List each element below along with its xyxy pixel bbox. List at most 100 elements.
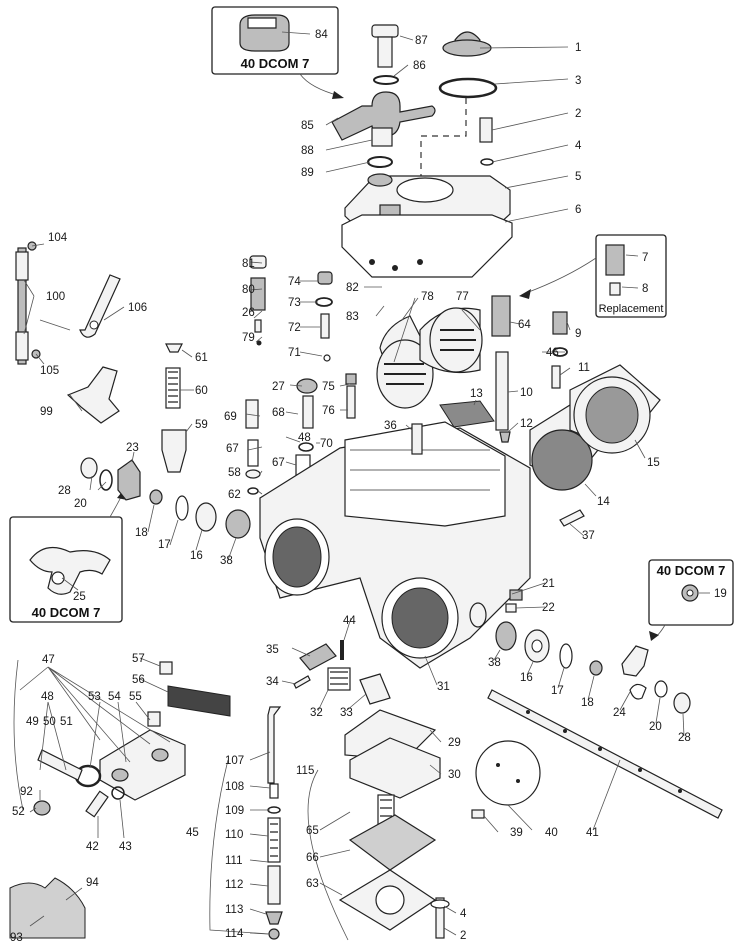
part-number: 93: [10, 932, 23, 944]
part-number: 86: [413, 60, 426, 72]
pump-cover-stack: [338, 709, 450, 939]
part-number: 107: [225, 755, 244, 767]
part-number: 68: [272, 407, 285, 419]
part-number: 7: [642, 252, 648, 264]
part-number: 36: [384, 420, 397, 432]
part-number: 57: [132, 653, 145, 665]
inset-right-title: 40 DCOM 7: [657, 563, 726, 578]
part-number: 72: [288, 322, 301, 334]
part-number: 16: [520, 672, 533, 684]
throttle-shaft-parts: [471, 621, 723, 819]
part-number: 87: [415, 35, 428, 47]
part-number: 78: [421, 291, 434, 303]
part-number: 46: [546, 347, 559, 359]
inset-right-40dcom7: 40 DCOM 7: [648, 559, 734, 641]
part-number: 10: [520, 387, 533, 399]
part-number: 92: [20, 786, 33, 798]
part-number: 63: [306, 878, 319, 890]
part-number: 61: [195, 352, 208, 364]
part-number: 54: [108, 691, 121, 703]
inset-replacement: Replacement: [519, 234, 667, 318]
part-number: 31: [437, 681, 450, 693]
part-number: 108: [225, 781, 244, 793]
part-number: 75: [322, 381, 335, 393]
part-number: 66: [306, 852, 319, 864]
part-number: 6: [575, 204, 581, 216]
part-number: 69: [224, 411, 237, 423]
part-number: 60: [195, 385, 208, 397]
part-number: 30: [448, 769, 461, 781]
part-number: 115: [296, 765, 314, 777]
float-and-needle-parts: [9, 659, 231, 939]
part-number: 40: [545, 827, 558, 839]
carburetor-cover: [341, 173, 513, 278]
part-number: 110: [225, 829, 243, 841]
part-number: 5: [575, 171, 581, 183]
part-number: 55: [129, 691, 142, 703]
part-number: 38: [220, 555, 233, 567]
part-number: 59: [195, 419, 208, 431]
part-number: 65: [306, 825, 319, 837]
part-number: 73: [288, 297, 301, 309]
part-number: 80: [242, 284, 255, 296]
part-number: 28: [678, 732, 691, 744]
part-number: 105: [40, 365, 59, 377]
part-number: 24: [613, 707, 626, 719]
part-number: 64: [518, 319, 531, 331]
right-column-parts: [491, 295, 585, 527]
part-number: 18: [135, 527, 148, 539]
carburetor-body: [259, 421, 531, 669]
part-number: 109: [225, 805, 244, 817]
pump-and-washers-left: [80, 457, 251, 539]
part-number: 42: [86, 841, 99, 853]
part-number-labels: 1 3 2 4 5 6 7 8 9 10 11 12 13 14 15 16 1…: [10, 29, 727, 944]
inset-top-40dcom7: 40 DCOM 7: [211, 6, 344, 99]
part-number: 77: [456, 291, 469, 303]
part-number: 43: [119, 841, 132, 853]
part-number: 19: [714, 588, 727, 600]
part-number: 18: [581, 697, 594, 709]
part-number: 48: [298, 432, 311, 444]
part-number: 23: [126, 442, 139, 454]
part-number: 11: [578, 362, 590, 374]
part-number: 41: [586, 827, 599, 839]
part-number: 27: [272, 381, 285, 393]
part-number: 106: [128, 302, 147, 314]
part-number: 53: [88, 691, 101, 703]
part-number: 74: [288, 276, 301, 288]
part-number: 114: [225, 928, 244, 940]
part-number: 9: [575, 328, 581, 340]
part-number: 28: [58, 485, 71, 497]
accelerator-pump-parts: [293, 640, 391, 705]
part-number: 62: [228, 489, 241, 501]
part-number: 4: [575, 140, 582, 152]
part-number: 2: [460, 930, 466, 942]
part-number: 82: [346, 282, 359, 294]
venturis-and-air-horns: [376, 307, 661, 491]
part-number: 17: [158, 539, 171, 551]
inset-left-title: 40 DCOM 7: [32, 605, 101, 620]
part-number: 1: [575, 42, 581, 54]
part-number: 94: [86, 877, 99, 889]
part-number: 33: [340, 707, 353, 719]
part-number: 35: [266, 644, 279, 656]
part-number: 44: [343, 615, 356, 627]
part-number: 89: [301, 167, 314, 179]
part-number: 48: [41, 691, 54, 703]
part-number: 17: [551, 685, 564, 697]
part-number: 20: [649, 721, 662, 733]
part-number: 47: [42, 654, 55, 666]
part-number: 51: [60, 716, 73, 728]
part-number: 70: [320, 438, 333, 450]
part-number: 4: [460, 908, 467, 920]
part-number: 100: [46, 291, 65, 303]
part-number: 58: [228, 467, 241, 479]
part-number: 79: [242, 332, 255, 344]
part-number: 3: [575, 75, 581, 87]
replacement-caption: Replacement: [599, 303, 664, 315]
part-number: 88: [301, 145, 314, 157]
linkage-rod-parts: [15, 241, 121, 424]
part-number: 112: [225, 879, 243, 891]
part-number: 21: [542, 578, 555, 590]
